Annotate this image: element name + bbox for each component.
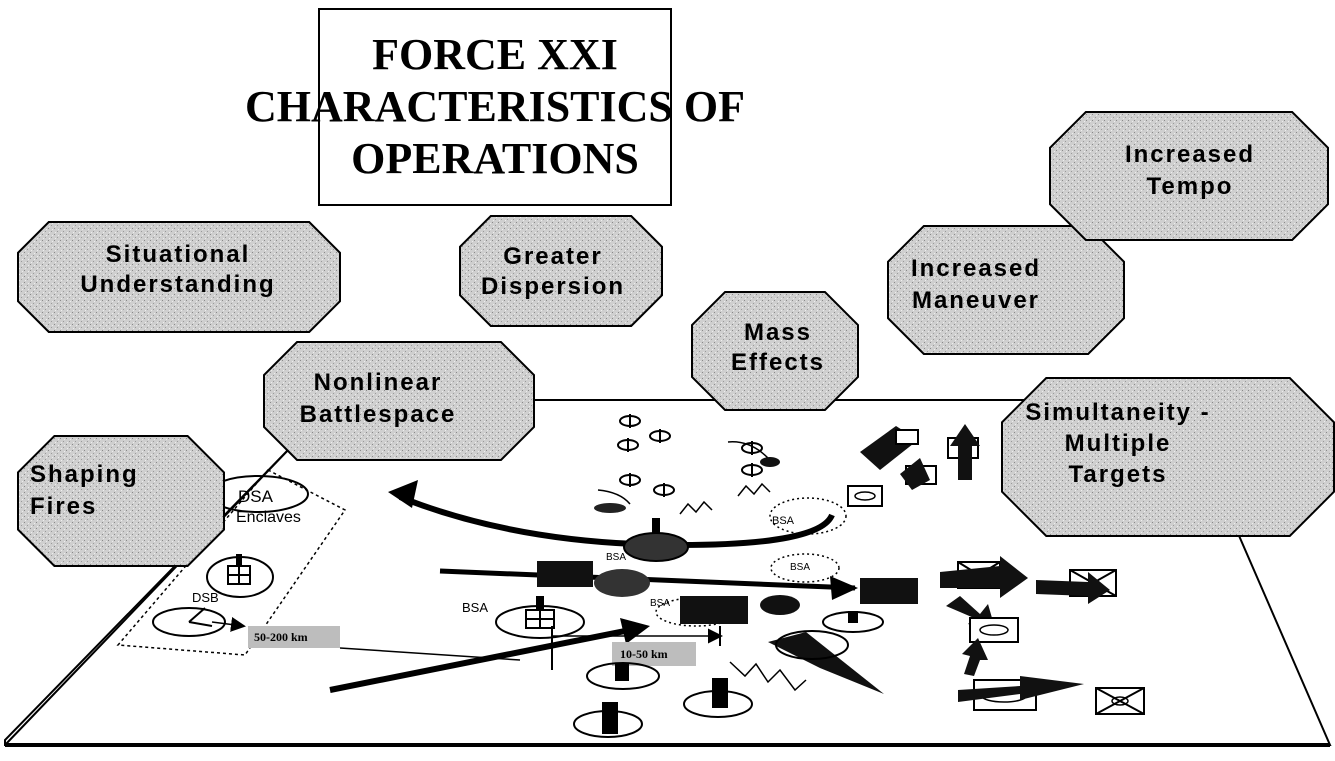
badge-octagon (1001, 377, 1335, 537)
bsa-label-forward: BSA (650, 598, 670, 609)
central-hub (623, 532, 689, 562)
badge-label-line: Increased (911, 255, 1041, 282)
unit-block-left (537, 561, 593, 587)
bsa-label-right: BSA (790, 562, 810, 573)
enclaves-label: Enclaves (236, 509, 301, 526)
badge-octagon (17, 435, 225, 567)
zigzag-lower (729, 661, 807, 692)
unit-block-right (860, 578, 918, 604)
distance-tag-rear (248, 626, 340, 648)
arrow-bottom-right (958, 676, 1084, 702)
badge-octagon (459, 215, 663, 327)
bsa-top-ellipse (769, 497, 847, 535)
thrust-arrow-down-right (768, 632, 884, 694)
badge-label-line: Dispersion (481, 273, 625, 300)
badge-octagon (17, 221, 341, 333)
badge-octagon (263, 341, 535, 461)
center-oval (594, 569, 650, 597)
enemy-hook-1 (727, 441, 769, 459)
title-line-1: FORCE XXI (372, 30, 618, 79)
distance-rear-label: 50-200 km (254, 630, 308, 644)
badge-label-line: Shaping (30, 461, 139, 488)
unit-block-forward (680, 596, 748, 624)
dsb-label: DSB (192, 590, 219, 605)
curved-axis-arrowhead (388, 480, 418, 508)
badge-label-line: Mass (744, 319, 812, 346)
zigzag-top-1 (679, 500, 713, 515)
distance-forward-label: 10-50 km (620, 647, 668, 661)
bsa-label-center: BSA (606, 552, 626, 563)
badge-label-line: Understanding (80, 271, 275, 298)
bsa-dotted-right (770, 553, 840, 583)
title-box: FORCE XXI CHARACTERISTICS OF OPERATIONS (245, 8, 745, 206)
enemy-hook-2 (597, 489, 631, 505)
arrow-up-right (962, 638, 988, 676)
dsa-label: DSA (238, 487, 274, 506)
bsa-label-top: BSA (772, 515, 795, 527)
enemy-symbols-top (617, 414, 763, 497)
badge-label-line: Maneuver (912, 287, 1040, 314)
badge-octagon (691, 291, 859, 411)
badge-label-line: Increased (1125, 141, 1255, 168)
unit-box-topright-1 (847, 485, 883, 507)
diagonal-attack-arrow (329, 625, 641, 693)
unit-box-right-3 (969, 617, 1019, 643)
badge-label-line: Multiple (1065, 430, 1172, 457)
badge-label-line: Tempo (1147, 173, 1234, 200)
badge-label-line: Nonlinear (314, 369, 443, 396)
arrow-right-2 (1036, 572, 1110, 604)
badge-label-line: Simultaneity - (1025, 399, 1210, 426)
plane-left-edge (4, 447, 291, 746)
arrow-up-topright (950, 424, 980, 480)
badge-label-line: Fires (30, 493, 97, 520)
zigzag-top-2 (737, 482, 771, 497)
dsb-ellipse (152, 607, 226, 637)
badge-label-line: Targets (1069, 461, 1168, 488)
badge-label-line: Greater (503, 243, 602, 270)
bsa-label-left: BSA (462, 600, 488, 615)
badge-label-line: Battlespace (300, 401, 457, 428)
badge-label-line: Situational (106, 241, 251, 268)
badge-octagon (1049, 111, 1329, 241)
title-line-2: CHARACTERISTICS OF (245, 82, 745, 131)
badge-label-line: Effects (731, 349, 825, 376)
arrow-right-1 (940, 556, 1028, 598)
distance-tag-forward (612, 642, 696, 666)
title-line-3: OPERATIONS (351, 134, 639, 183)
